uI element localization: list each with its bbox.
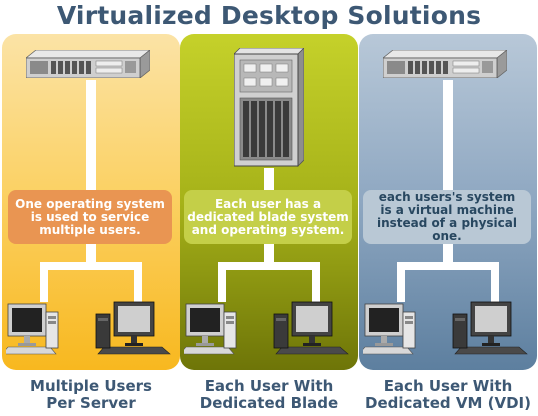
connector-vertical: [86, 80, 96, 268]
description-text: each users's system is a virtual machine…: [377, 190, 517, 243]
connector-left-drop: [218, 262, 226, 302]
multiple-users-panel: One operating system is used to service …: [2, 34, 180, 370]
connector-horizontal: [40, 262, 142, 270]
description-text: One operating system is used to service …: [15, 196, 165, 237]
dedicated-vm-caption: Each User With Dedicated VM (VDI): [365, 377, 531, 412]
connector-horizontal: [397, 262, 499, 270]
connector-right-drop: [491, 262, 499, 302]
connector-horizontal: [218, 262, 320, 270]
description-text: Each user has a dedicated blade system a…: [187, 196, 349, 237]
desktop-computer-icon: [272, 300, 352, 356]
connector-left-drop: [397, 262, 405, 302]
description-bubble: One operating system is used to service …: [8, 190, 172, 244]
description-bubble: each users's system is a virtual machine…: [363, 190, 531, 244]
page-title: Virtualized Desktop Solutions: [56, 1, 482, 30]
connector-right-drop: [312, 262, 320, 302]
desktop-computer-icon: [6, 300, 86, 356]
connector-right-drop: [134, 262, 142, 302]
description-bubble: Each user has a dedicated blade system a…: [184, 190, 352, 244]
dedicated-vm-panel: each users's system is a virtual machine…: [359, 34, 537, 370]
desktop-computer-icon: [451, 300, 531, 356]
desktop-computer-icon: [94, 300, 174, 356]
connector-left-drop: [40, 262, 48, 302]
rack-server-icon: [383, 50, 507, 78]
desktop-computer-icon: [363, 300, 443, 356]
dedicated-blade-caption: Each User With Dedicated Blade: [199, 377, 339, 412]
rack-server-icon: [26, 50, 150, 78]
desktop-computer-icon: [184, 300, 264, 356]
multiple-users-caption: Multiple Users Per Server: [30, 377, 152, 412]
blade-server-icon: [234, 48, 304, 168]
dedicated-blade-panel: Each user has a dedicated blade system a…: [180, 34, 358, 370]
connector-vertical: [443, 80, 453, 268]
